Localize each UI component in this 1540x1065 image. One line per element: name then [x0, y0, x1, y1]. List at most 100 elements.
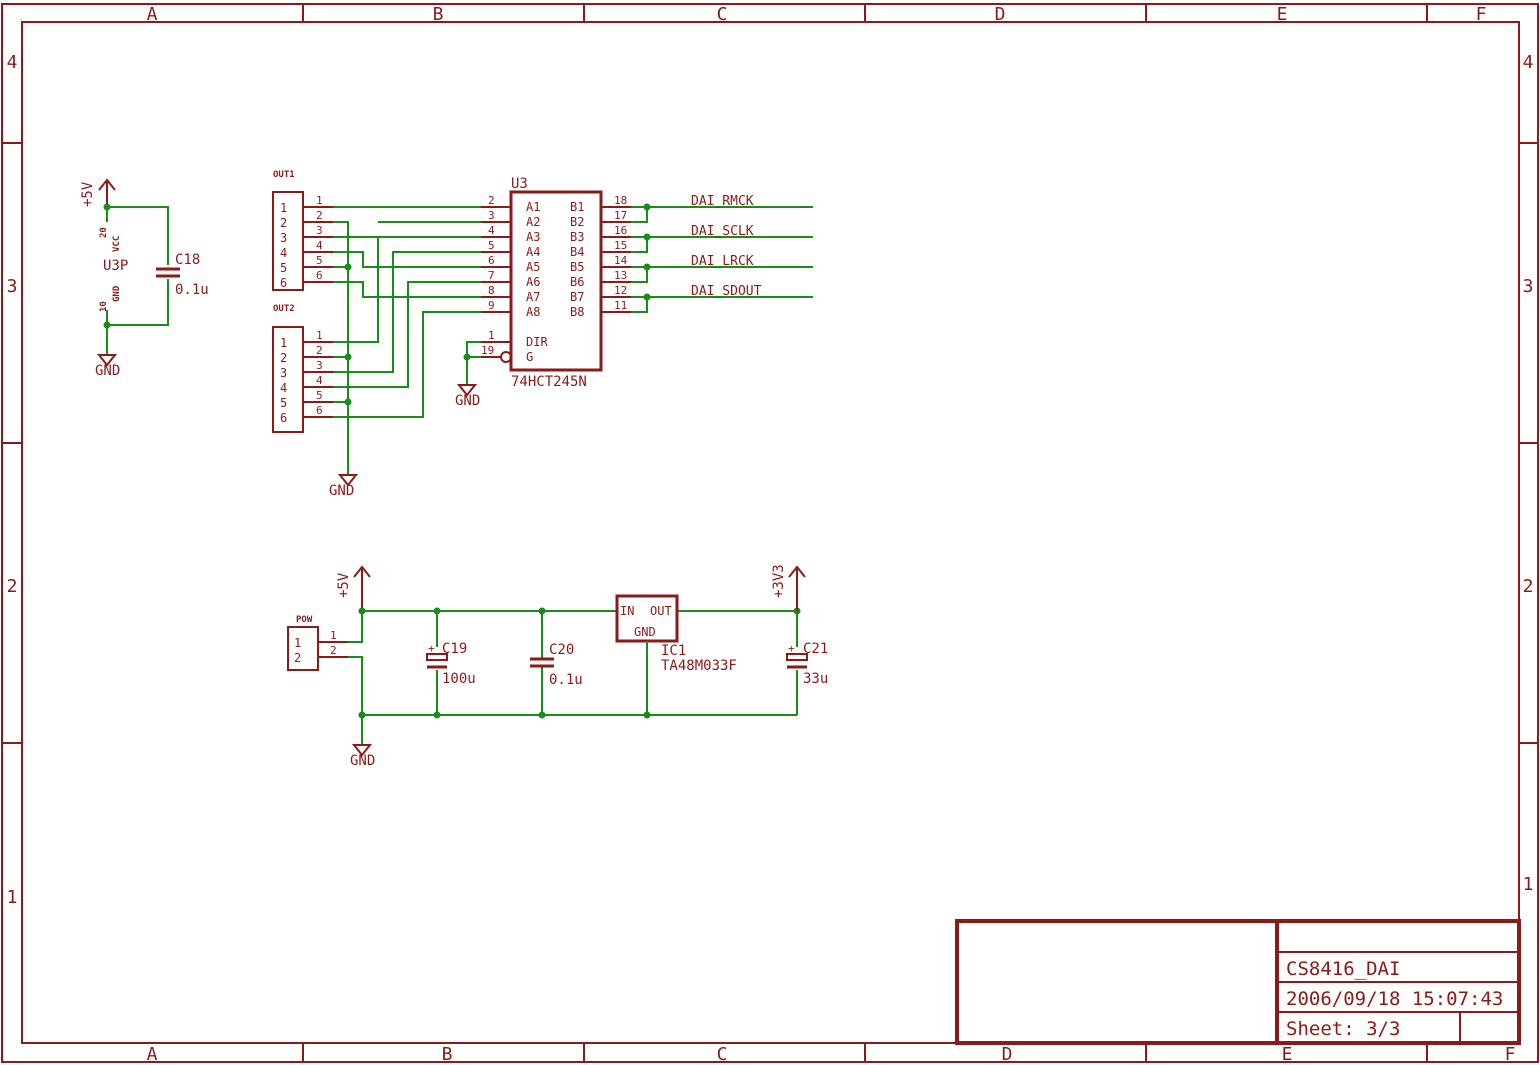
ic1-name: IC1	[661, 643, 686, 659]
u3-b-pin-num: 12	[614, 284, 627, 297]
pow-label: POW	[296, 615, 313, 625]
out2-pin-num: 1	[316, 329, 323, 342]
gnd-symbol-icon	[456, 384, 478, 397]
title-block-title: CS8416_DAI	[1286, 958, 1400, 980]
row-label-3-right: 3	[1523, 276, 1534, 297]
u3-b-pin-num: 11	[614, 299, 627, 312]
u3-dir-pin: DIR	[526, 335, 548, 349]
c18-value: 0.1u	[175, 282, 209, 298]
c21-plus-icon: +	[788, 642, 795, 655]
col-label-a-bottom: A	[147, 1044, 158, 1065]
u3p-power-block: +5V 20 VCC U3P 10 GND C18 0.1u GND	[80, 178, 209, 379]
row-label-3-left: 3	[7, 276, 18, 297]
u3-b-pin-num: 18	[614, 194, 627, 207]
out2-pin-num: 2	[316, 344, 323, 357]
u3-g-pin: G	[526, 350, 533, 364]
u3p-pin-gnd-name: GND	[112, 285, 122, 302]
u3-a-pin-name: A6	[526, 275, 540, 289]
out1-pin-num: 5	[316, 254, 323, 267]
ic1-gnd-pin: GND	[634, 625, 656, 639]
out1-pin-num: 1	[316, 194, 323, 207]
out1-pin-label: 1	[280, 201, 287, 215]
col-label-d-top: D	[995, 4, 1006, 25]
column-dividers	[2, 4, 1538, 1062]
row-label-2-right: 2	[1523, 576, 1534, 597]
out2-pin-num: 6	[316, 404, 323, 417]
out2-pin-label: 5	[280, 396, 287, 410]
u3-a-pin-name: A5	[526, 260, 540, 274]
u3-b-pin-num: 17	[614, 209, 627, 222]
reg-gnd-label: GND	[350, 753, 375, 769]
ic1-out-pin: OUT	[650, 604, 672, 618]
gnd-symbol-icon	[351, 744, 373, 757]
out2-pin-num: 4	[316, 374, 323, 387]
col-label-e-top: E	[1277, 4, 1288, 25]
u3-chip: U3 A1 A2 A3 A4 A5 A6 A7 A8 B1 B2 B3 B4 B…	[455, 176, 631, 409]
row-label-1-left: 1	[7, 887, 18, 908]
net-label: DAI_SCLK	[691, 224, 754, 239]
col-label-f-top: F	[1476, 4, 1487, 25]
out1-connector: OUT1 1 2 3 4 5 6 1 2 3 4 5 6	[272, 170, 333, 291]
col-label-e-bottom: E	[1282, 1044, 1293, 1065]
u3p-part-name: U3P	[103, 258, 128, 274]
u3-name: U3	[511, 176, 528, 192]
connectors-gnd-label: GND	[329, 483, 354, 499]
col-label-b-top: B	[433, 4, 444, 25]
reg-vin-label: +5V	[336, 572, 352, 598]
out2-pin-label: 2	[280, 351, 287, 365]
u3-b-pin-num: 15	[614, 239, 627, 252]
out2-pin-label: 3	[280, 366, 287, 380]
u3-b-pin-num: 13	[614, 269, 627, 282]
out2-label: OUT2	[273, 304, 295, 314]
title-block-date: 2006/09/18 15:07:43	[1286, 988, 1503, 1010]
inverted-pin-bubble-icon	[500, 351, 512, 363]
u3-b-pin-name: B6	[570, 275, 584, 289]
out1-pin-label: 5	[280, 261, 287, 275]
out2-pin-num: 3	[316, 359, 323, 372]
col-label-c-bottom: C	[717, 1044, 728, 1065]
u3-a-pin-num: 8	[488, 284, 495, 297]
c18-name: C18	[175, 252, 200, 268]
col-label-d-bottom: D	[1002, 1044, 1013, 1065]
c20-name: C20	[549, 642, 574, 658]
u3-a-pin-name: A2	[526, 215, 540, 229]
col-label-c-top: C	[717, 4, 728, 25]
u3-gnd-label: GND	[455, 393, 480, 409]
u3-b-pin-name: B8	[570, 305, 584, 319]
out1-pin-num: 6	[316, 269, 323, 282]
col-label-f-bottom: F	[1505, 1044, 1516, 1065]
connector-wiring: GND	[329, 206, 481, 499]
u3-b-pin-name: B4	[570, 245, 584, 259]
u3-b-pin-name: B3	[570, 230, 584, 244]
net-label: DAI_RMCK	[691, 194, 754, 209]
u3p-pin-vcc-name: VCC	[112, 236, 122, 252]
u3-a-pin-num: 2	[488, 194, 495, 207]
u3-a-pin-name: A8	[526, 305, 540, 319]
u3-a-pin-num: 9	[488, 299, 495, 312]
u3-a-pin-num: 7	[488, 269, 495, 282]
c19-value: 100u	[442, 671, 476, 687]
ic1-value: TA48M033F	[661, 658, 737, 674]
out2-pin-num: 5	[316, 389, 323, 402]
net-label: DAI_SDOUT	[691, 284, 762, 299]
u3p-vcc-label: +5V	[80, 181, 96, 207]
pow-pin-num: 2	[330, 644, 337, 657]
c19-name: C19	[442, 641, 467, 657]
out1-pin-label: 3	[280, 231, 287, 245]
out1-pin-label: 2	[280, 216, 287, 230]
title-block: CS8416_DAI 2006/09/18 15:07:43 Sheet: 3/…	[955, 919, 1521, 1045]
u3-a-pin-name: A7	[526, 290, 540, 304]
out1-pin-num: 4	[316, 239, 323, 252]
c21-name: C21	[803, 641, 828, 657]
output-nets: DAI_RMCK DAI_SCLK DAI_LRCK DAI_SDOUT	[631, 194, 813, 313]
row-label-2-left: 2	[7, 576, 18, 597]
u3-a-pin-name: A3	[526, 230, 540, 244]
regulator-block: POW 1 2 1 2 +5V + C19 10	[287, 564, 828, 769]
gnd-symbol-icon	[96, 354, 118, 367]
u3-g-num: 19	[481, 344, 494, 357]
u3-a-pin-num: 4	[488, 224, 495, 237]
row-label-4-right: 4	[1523, 52, 1534, 73]
ic1-in-pin: IN	[620, 604, 634, 618]
gnd-symbol-icon	[337, 474, 359, 487]
